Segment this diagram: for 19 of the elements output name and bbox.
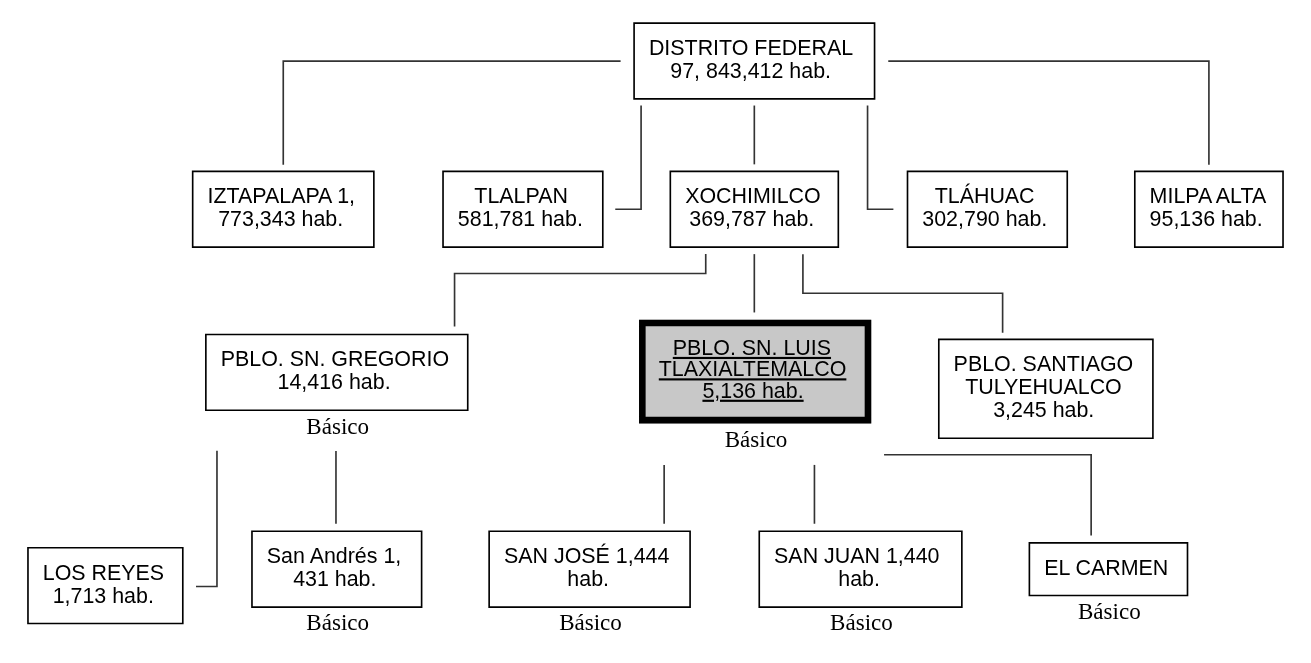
node-label: Básico bbox=[306, 412, 370, 439]
connector bbox=[753, 104, 756, 165]
connector bbox=[753, 252, 756, 313]
connector bbox=[883, 453, 1092, 536]
node-label: Básico bbox=[830, 608, 893, 635]
node-label: Básico bbox=[306, 608, 370, 635]
connector bbox=[195, 449, 218, 587]
connector bbox=[335, 449, 337, 525]
node-label: Básico bbox=[1077, 597, 1141, 624]
connector bbox=[614, 104, 642, 210]
connector bbox=[663, 463, 665, 525]
connector bbox=[802, 252, 1004, 334]
node-label: Básico bbox=[724, 425, 788, 452]
connector bbox=[866, 104, 895, 210]
connector bbox=[813, 463, 816, 525]
connector bbox=[453, 252, 707, 327]
node-label: Básico bbox=[559, 608, 622, 635]
connector bbox=[282, 59, 622, 166]
connector bbox=[887, 59, 1210, 166]
